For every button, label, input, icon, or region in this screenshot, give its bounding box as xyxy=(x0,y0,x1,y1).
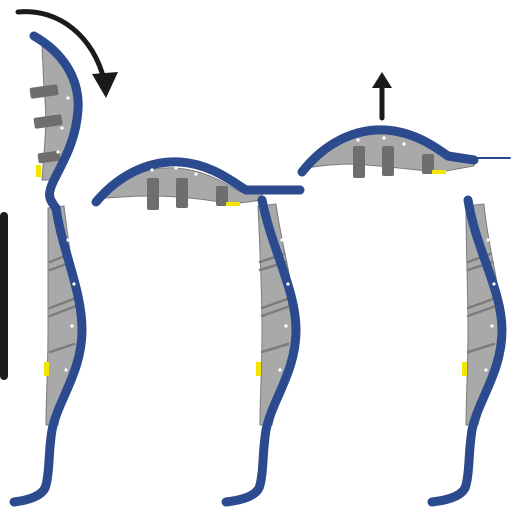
stage-2-dot xyxy=(286,282,289,285)
stage-2-dot xyxy=(194,172,197,175)
stage-2-dot xyxy=(174,166,177,169)
stage-3-figure xyxy=(302,72,510,502)
stage-2-dot xyxy=(278,368,281,371)
stage-1-marker xyxy=(36,165,41,177)
stage-1-dot xyxy=(70,324,73,327)
stage-3-dot xyxy=(484,368,487,371)
stage-2-dot xyxy=(280,238,283,241)
stage-2-dot xyxy=(150,168,153,171)
stage-3-dot xyxy=(382,136,385,139)
stage-3-dot xyxy=(486,238,489,241)
stage-3-peg xyxy=(353,146,365,178)
stage-1-figure xyxy=(14,12,118,502)
stage-2-marker xyxy=(226,202,240,206)
stage-1-dot xyxy=(66,238,69,241)
stage-1-marker xyxy=(44,362,49,376)
stage-1-dot xyxy=(64,368,67,371)
stage-3-dot xyxy=(356,138,359,141)
side-panel xyxy=(0,212,8,380)
stage-3-dot xyxy=(402,142,405,145)
arrow-up-head xyxy=(372,72,392,88)
curved-arrow-head xyxy=(92,72,118,98)
stage-2-peg xyxy=(147,178,159,210)
stage-3-dot xyxy=(490,324,493,327)
stage-3-marker xyxy=(432,170,446,174)
stage-3-dot xyxy=(492,282,495,285)
stage-3-marker xyxy=(462,362,467,376)
stage-1-dot xyxy=(56,150,59,153)
stage-2-dot xyxy=(284,324,287,327)
stage-1-dot xyxy=(66,96,69,99)
stage-1-dot xyxy=(72,282,75,285)
stage-2-marker xyxy=(256,362,261,376)
stage-3-peg xyxy=(382,146,394,176)
stage-2-peg xyxy=(176,178,188,208)
stage-2-figure xyxy=(96,162,302,502)
stage-1-dot xyxy=(60,126,63,129)
